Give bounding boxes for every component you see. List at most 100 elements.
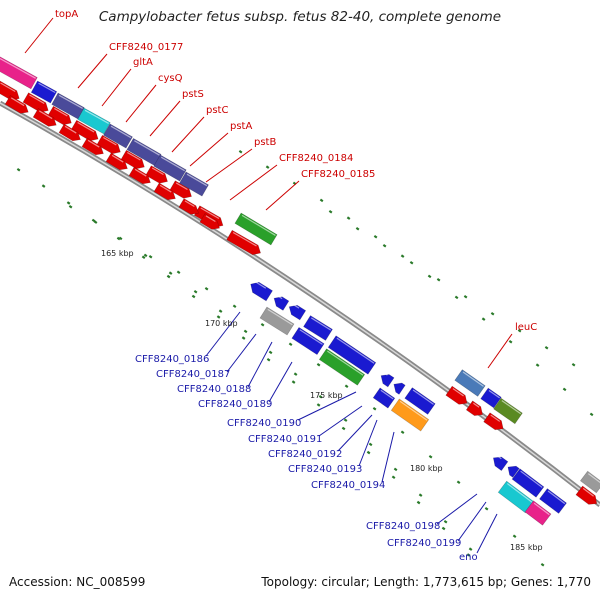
feature-shape xyxy=(250,281,273,302)
gc-dot xyxy=(238,150,243,154)
gene-label[interactable]: gltA xyxy=(133,57,153,68)
gene-label[interactable]: cysQ xyxy=(158,73,183,84)
gc-dot xyxy=(463,295,468,299)
feature-shape xyxy=(153,182,176,201)
gc-dot xyxy=(341,426,346,431)
gene-label[interactable]: CFF8240_0184 xyxy=(279,153,353,164)
gene-label[interactable]: CFF8240_0199 xyxy=(387,538,461,549)
gc-dot xyxy=(368,442,373,447)
gc-dot xyxy=(319,198,324,203)
gene-label[interactable]: CFF8240_0185 xyxy=(301,169,375,180)
feature-shape xyxy=(454,369,486,397)
feature-shape xyxy=(303,315,333,341)
gc-dot xyxy=(490,312,495,316)
label-leader-line xyxy=(436,493,478,525)
gene-label[interactable]: CFF8240_0194 xyxy=(311,480,385,491)
label-leader-line xyxy=(337,414,373,452)
gc-dot xyxy=(441,526,446,531)
gc-dot xyxy=(393,467,398,472)
forward-cds-arrow xyxy=(250,280,273,302)
gc-dot xyxy=(540,562,545,567)
misc-feature-block xyxy=(153,154,187,182)
genome-summary: Topology: circular; Length: 1,773,615 bp… xyxy=(261,575,591,589)
gene-label[interactable]: pstB xyxy=(254,137,276,148)
genome-backbone xyxy=(0,100,600,507)
gc-dot xyxy=(241,336,246,340)
label-leader-line xyxy=(381,431,395,483)
gc-dot xyxy=(166,274,171,279)
feature-shape xyxy=(22,92,49,113)
label-leader-line xyxy=(205,148,253,183)
gene-label[interactable]: CFF8240_0192 xyxy=(268,449,342,460)
feature-highlight xyxy=(496,455,502,460)
gene-label[interactable]: pstC xyxy=(206,105,228,116)
gene-label[interactable]: topA xyxy=(55,9,78,20)
gc-dot xyxy=(265,165,270,169)
gc-dot xyxy=(93,220,98,224)
accession-label: Accession: NC_008599 xyxy=(9,575,146,589)
gc-dot xyxy=(66,201,71,205)
gene-label[interactable]: pstS xyxy=(182,89,204,100)
gc-dot xyxy=(373,235,378,239)
feature-shape xyxy=(539,488,567,514)
gc-dot xyxy=(589,412,594,417)
gc-dot xyxy=(571,362,576,367)
position-tick-label: 180 kbp xyxy=(410,464,443,473)
label-leader-line xyxy=(226,333,257,373)
feature-shape xyxy=(291,326,325,356)
feature-shape xyxy=(465,400,483,416)
gc-dot xyxy=(427,274,432,279)
feature-highlight xyxy=(160,156,185,172)
feature-highlight xyxy=(0,82,16,93)
misc-feature-block xyxy=(179,171,209,197)
feature-shape xyxy=(199,213,220,230)
gc-dot xyxy=(266,357,271,362)
feature-shape xyxy=(480,387,502,409)
gene-label[interactable]: CFF8240_0187 xyxy=(156,369,230,380)
gene-label[interactable]: CFF8240_0177 xyxy=(109,42,183,53)
gc-dot xyxy=(318,395,323,399)
feature-highlight xyxy=(506,483,533,503)
feature-shape xyxy=(511,468,545,498)
feature-shape xyxy=(0,54,38,90)
gene-label[interactable]: leuC xyxy=(515,322,537,333)
feature-highlight xyxy=(134,140,160,156)
feature-highlight xyxy=(311,317,332,331)
gene-label[interactable]: CFF8240_0188 xyxy=(177,384,251,395)
gene-label[interactable]: CFF8240_0186 xyxy=(135,354,209,365)
gene-label[interactable]: CFF8240_0193 xyxy=(288,464,362,475)
feature-shape xyxy=(507,465,520,478)
misc-feature-block xyxy=(77,107,111,135)
label-leader-line xyxy=(457,501,487,542)
feature-shape xyxy=(30,80,58,104)
forward-cds-arrow xyxy=(393,381,406,395)
gc-dot xyxy=(41,184,46,188)
feature-highlight xyxy=(299,329,323,345)
gc-dot xyxy=(366,450,371,455)
gc-dot xyxy=(316,363,321,367)
gene-label[interactable]: CFF8240_0190 xyxy=(227,418,301,429)
feature-highlight xyxy=(38,82,56,93)
gene-label[interactable]: pstA xyxy=(230,121,252,132)
misc-feature-block xyxy=(0,54,38,90)
gc-dot xyxy=(16,168,21,172)
gc-dot xyxy=(484,506,489,511)
gene-label[interactable]: CFF8240_0191 xyxy=(248,434,322,445)
feature-shape xyxy=(497,480,535,514)
gc-dot xyxy=(466,553,471,557)
feature-highlight xyxy=(127,152,141,161)
gene-label[interactable]: CFF8240_0189 xyxy=(198,399,272,410)
gene-label[interactable]: CFF8240_0198 xyxy=(366,521,440,532)
feature-highlight xyxy=(547,490,566,505)
feature-shape xyxy=(103,123,133,149)
feature-highlight xyxy=(175,182,188,191)
gc-dot xyxy=(443,520,448,524)
gc-dot xyxy=(416,500,421,505)
feature-shape xyxy=(445,385,468,405)
gene-label[interactable]: eno xyxy=(459,552,478,563)
feature-highlight xyxy=(38,110,53,120)
misc-feature-block xyxy=(103,123,133,149)
label-leader-line xyxy=(229,164,278,201)
feature-highlight xyxy=(384,372,388,376)
forward-cds-block xyxy=(539,488,567,514)
